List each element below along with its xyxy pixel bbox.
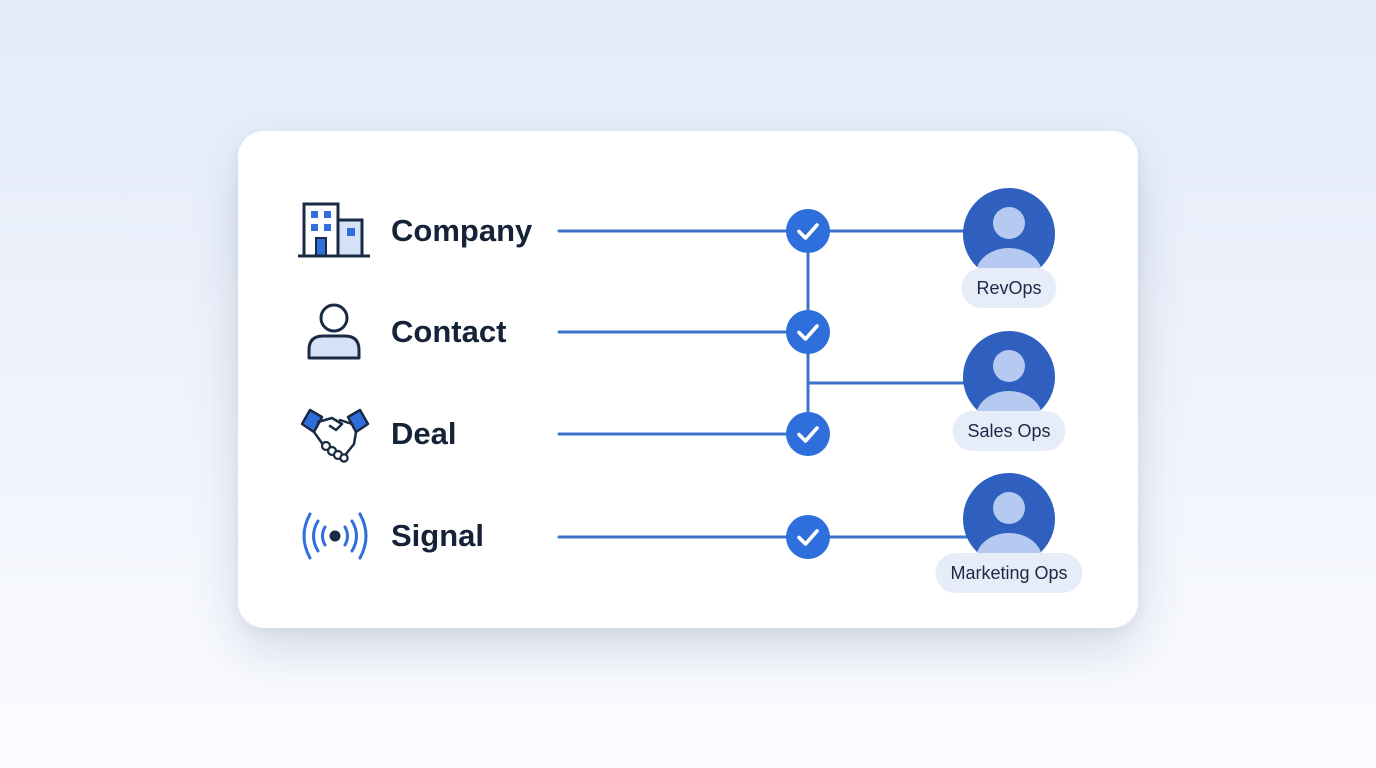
handshake-icon (296, 402, 374, 466)
check-circle-icon (786, 515, 830, 559)
user-avatar-icon (963, 188, 1055, 280)
check-circle-icon (786, 209, 830, 253)
role-pill-revops: RevOps (961, 268, 1057, 308)
entity-label-deal: Deal (391, 416, 457, 451)
check-circle-icon (786, 412, 830, 456)
person-icon (296, 300, 374, 364)
entity-label-contact: Contact (391, 314, 507, 349)
check-circle-icon (786, 310, 830, 354)
user-avatar-icon (963, 473, 1055, 565)
user-avatar-icon (963, 331, 1055, 423)
signal-broadcast-icon (296, 504, 374, 568)
entity-label-signal: Signal (391, 518, 485, 553)
role-pill-marketing-ops: Marketing Ops (935, 553, 1083, 593)
entity-label-company: Company (391, 213, 533, 248)
role-pill-sales-ops: Sales Ops (952, 411, 1066, 451)
building-icon (296, 198, 374, 262)
